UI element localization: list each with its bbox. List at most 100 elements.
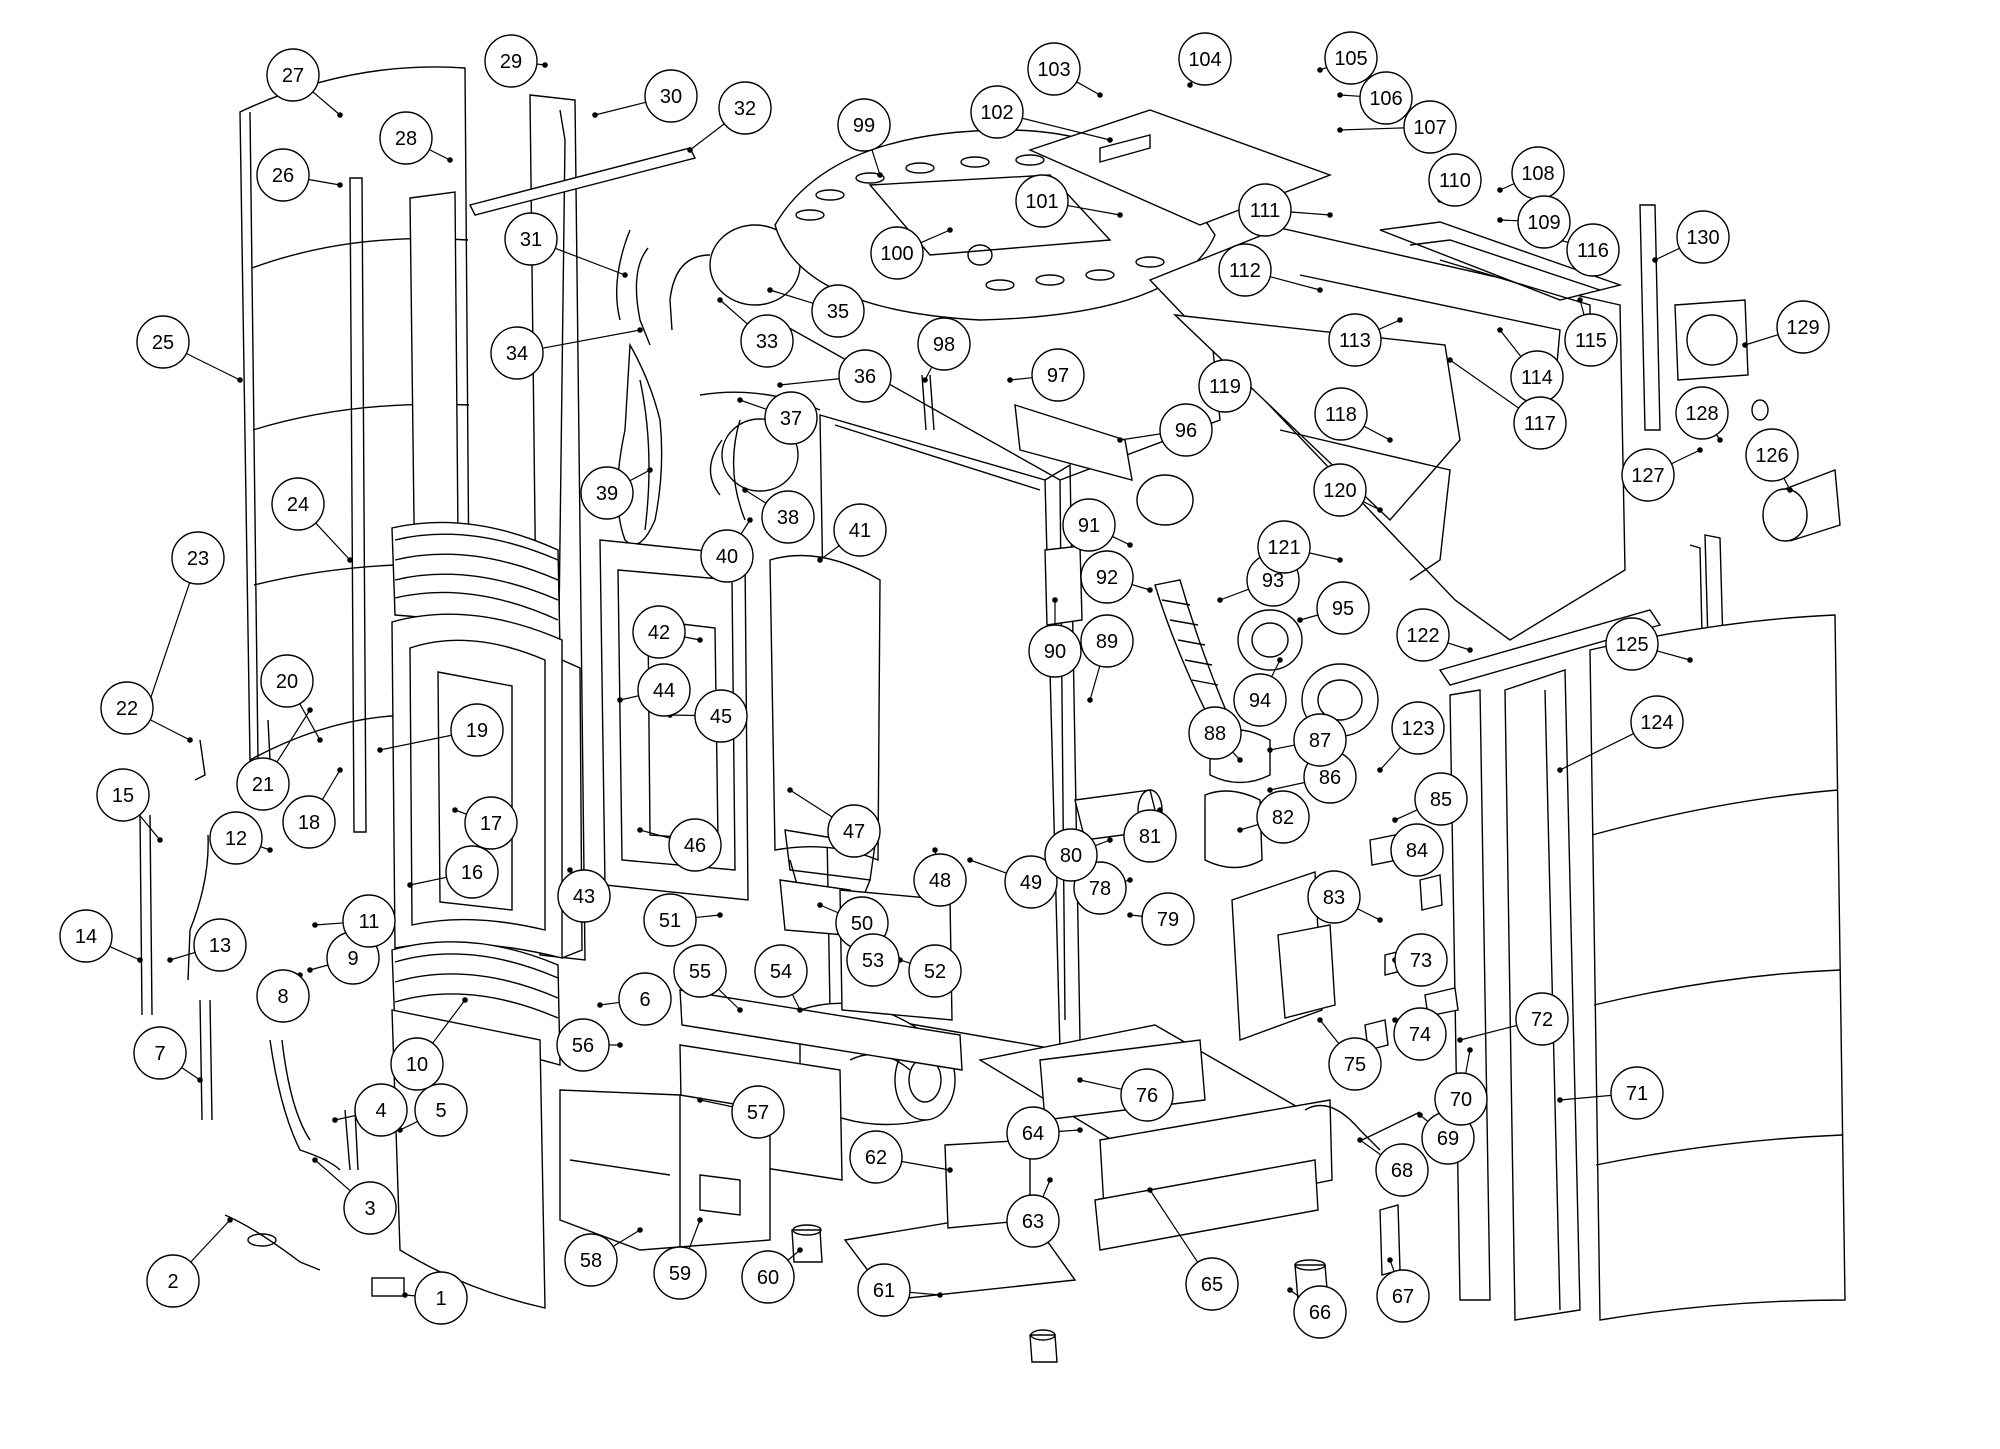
leader-tip-65 (1148, 1188, 1152, 1192)
callout-14: 14 (60, 910, 112, 962)
leader-tip-58 (638, 1228, 642, 1232)
callout-number: 61 (873, 1280, 895, 1302)
leader-line-83 (1357, 909, 1380, 920)
leader-line-30 (595, 102, 646, 115)
leader-tip-86 (1268, 788, 1272, 792)
callout-114: 114 (1511, 351, 1563, 403)
callout-128: 128 (1676, 387, 1728, 439)
callout-number: 78 (1089, 878, 1111, 900)
callout-number: 27 (282, 65, 304, 87)
callout-number: 92 (1096, 567, 1118, 589)
leader-tip-121 (1338, 558, 1342, 562)
leader-tip-111 (1328, 213, 1332, 217)
leader-tip-48 (933, 848, 937, 852)
callout-number: 73 (1410, 950, 1432, 972)
callout-number: 101 (1025, 191, 1058, 213)
callout-121: 121 (1258, 521, 1310, 573)
leader-tip-59 (698, 1218, 702, 1222)
callout-number: 112 (1229, 260, 1261, 282)
callout-87: 87 (1294, 714, 1346, 766)
callout-13: 13 (194, 919, 246, 971)
callout-27: 27 (267, 49, 319, 101)
callout-47: 47 (828, 805, 880, 857)
callout-45: 45 (695, 690, 747, 742)
callout-number: 51 (659, 910, 681, 932)
callout-103: 103 (1028, 43, 1080, 95)
callout-number: 7 (154, 1043, 165, 1065)
leader-line-32 (690, 124, 724, 150)
leader-tip-22 (188, 738, 192, 742)
callout-6: 6 (619, 973, 671, 1025)
callout-88: 88 (1189, 707, 1241, 759)
leader-line-11 (315, 923, 343, 925)
callout-number: 118 (1325, 404, 1357, 426)
callout-number: 32 (734, 98, 756, 120)
callout-89: 89 (1081, 615, 1133, 667)
leader-tip-36 (778, 383, 782, 387)
leader-line-121 (1309, 553, 1340, 560)
callout-number: 127 (1631, 465, 1664, 487)
callout-20: 20 (261, 655, 313, 707)
callout-number: 9 (347, 948, 358, 970)
leader-tip-85 (1393, 818, 1397, 822)
callout-number: 100 (880, 243, 913, 265)
leader-line-86 (1270, 783, 1305, 790)
callout-18: 18 (283, 796, 335, 848)
callout-number: 13 (209, 935, 231, 957)
callout-97: 97 (1032, 349, 1084, 401)
leader-tip-17 (453, 808, 457, 812)
callout-number: 63 (1022, 1211, 1044, 1233)
callout-number: 98 (933, 334, 955, 356)
callout-number: 35 (827, 301, 849, 323)
leader-tip-97 (1008, 378, 1012, 382)
callout-number: 43 (573, 886, 595, 908)
leader-tip-103 (1098, 93, 1102, 97)
callout-98: 98 (918, 318, 970, 370)
callout-number: 89 (1096, 631, 1118, 653)
callout-100: 100 (871, 227, 923, 279)
leader-tip-38 (743, 488, 747, 492)
leader-tip-35 (768, 288, 772, 292)
callout-number: 104 (1188, 49, 1221, 71)
callout-90: 90 (1029, 625, 1081, 677)
callout-107: 107 (1404, 101, 1456, 153)
callout-number: 126 (1755, 445, 1788, 467)
callout-60: 60 (742, 1251, 794, 1303)
callout-126: 126 (1746, 429, 1798, 481)
leader-line-38 (745, 490, 766, 503)
callout-42: 42 (633, 606, 685, 658)
callout-102: 102 (971, 86, 1023, 138)
callout-number: 5 (435, 1100, 446, 1122)
leader-tip-44 (618, 698, 622, 702)
callout-108: 108 (1512, 147, 1564, 199)
leader-tip-101 (1118, 213, 1122, 217)
callout-number: 82 (1272, 807, 1294, 829)
callout-63: 63 (1007, 1195, 1059, 1247)
callout-67: 67 (1377, 1270, 1429, 1322)
leader-line-91 (1112, 536, 1130, 545)
leader-tip-21 (308, 708, 312, 712)
leader-line-127 (1671, 450, 1700, 464)
leader-line-22 (150, 720, 190, 740)
callout-118: 118 (1315, 388, 1367, 440)
leader-line-123 (1380, 747, 1401, 770)
callout-number: 14 (75, 926, 97, 948)
callout-122: 122 (1397, 609, 1449, 661)
leader-tip-72 (1458, 1038, 1462, 1042)
callout-number: 46 (684, 835, 706, 857)
leader-tip-92 (1148, 588, 1152, 592)
callout-number: 107 (1413, 117, 1446, 139)
callout-number: 95 (1332, 598, 1354, 620)
callout-number: 19 (466, 720, 488, 742)
callout-1: 1 (415, 1272, 467, 1324)
callout-125: 125 (1606, 618, 1658, 670)
callout-17: 17 (465, 797, 517, 849)
callout-71: 71 (1611, 1067, 1663, 1119)
callout-number: 79 (1157, 909, 1179, 931)
callout-number: 25 (152, 332, 174, 354)
callout-7: 7 (134, 1027, 186, 1079)
leader-line-7 (182, 1068, 200, 1080)
callout-53: 53 (847, 934, 899, 986)
leader-tip-12 (268, 848, 272, 852)
leader-tip-114 (1498, 328, 1502, 332)
